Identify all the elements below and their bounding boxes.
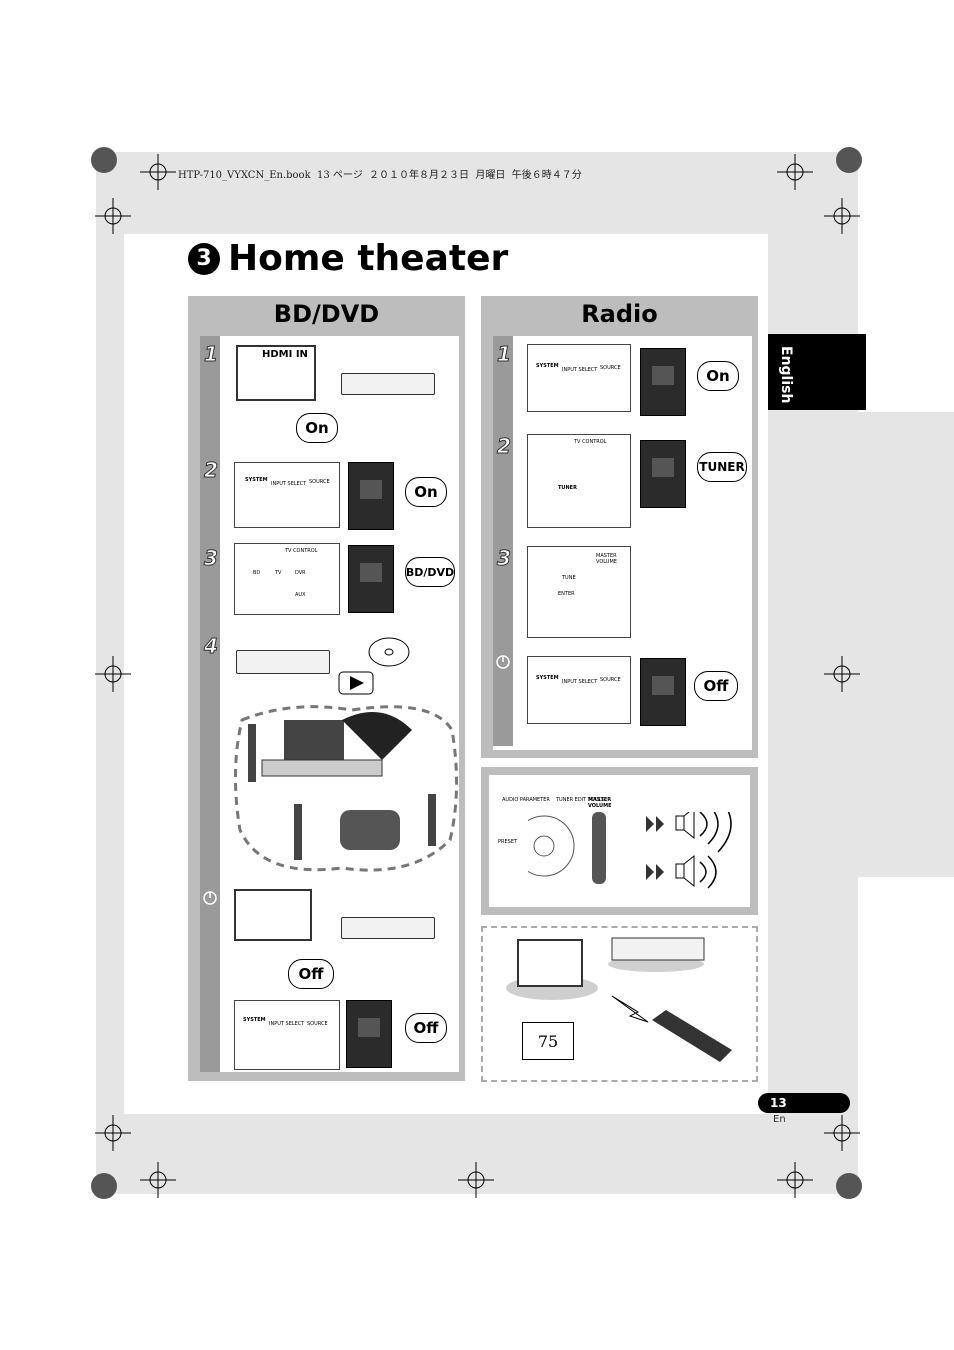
bd-dvd-title: BD/DVD	[273, 300, 380, 328]
page-title: 3 Home theater	[188, 238, 508, 279]
enter-label: ENTER	[558, 591, 575, 597]
subwoofer-illustration	[348, 462, 394, 530]
home-theater-scene	[233, 705, 458, 872]
preset-label: PRESET	[498, 839, 518, 845]
input-select-label-2: INPUT SELECT	[269, 1021, 305, 1027]
tv-control-label-2: TV CONTROL	[574, 439, 607, 445]
section-number: 3	[188, 242, 220, 275]
radio-step-2: 2	[497, 434, 512, 459]
bd-button-label: BD	[253, 570, 261, 576]
audio-parameter-label: AUDIO PARAMETER	[502, 797, 550, 803]
bd-step-3: 3	[204, 546, 219, 571]
subwoofer-off	[346, 1000, 392, 1068]
on-bubble-1: On	[296, 413, 338, 443]
input-select-label-4: INPUT SELECT	[562, 679, 598, 685]
language-tab-label: English	[778, 346, 794, 404]
master-volume-label-2: MASTER VOLUME	[588, 797, 612, 809]
tune-label: TUNE	[562, 575, 576, 581]
hdmi-in-label: HDMI IN	[262, 349, 308, 360]
input-select-label-3: INPUT SELECT	[562, 367, 598, 373]
off-bubble-1: Off	[288, 959, 334, 989]
radio-subwoofer-off	[640, 658, 686, 726]
bd-player-off	[341, 917, 435, 939]
language-tab: English	[768, 334, 866, 410]
remote-input-buttons: TV CONTROL BD TV DVR AUX	[234, 543, 340, 615]
dvr-button-label: DVR	[295, 570, 306, 576]
system-label: SYSTEM	[245, 477, 268, 483]
print-header: HTP-710_VYXCN_En.book 13 ページ ２０１０年８月２３日 …	[178, 170, 582, 181]
radio-remote-tune-pad: TUNE ENTER MASTER VOLUME	[527, 546, 631, 638]
bd-step-2: 2	[204, 458, 219, 483]
power-icon	[203, 891, 217, 905]
remote-reference-illustration	[611, 995, 732, 1062]
tv-illustration: HDMI IN	[236, 345, 316, 401]
off-bubble-2: Off	[405, 1013, 447, 1043]
radio-remote-tuner: TV CONTROL TUNER	[527, 434, 631, 528]
radio-on-bubble: On	[697, 361, 739, 391]
master-volume-label: MASTER VOLUME	[596, 553, 617, 565]
page-language: En	[773, 1114, 786, 1125]
volume-illustration	[528, 812, 732, 889]
subwoofer-illustration-2	[348, 545, 394, 613]
input-select-label: INPUT SELECT	[271, 481, 307, 487]
tuner-bubble: TUNER	[697, 452, 747, 482]
system-label-4: SYSTEM	[536, 675, 559, 681]
disc-icon	[368, 637, 410, 667]
system-label-3: SYSTEM	[536, 363, 559, 369]
bd-step-4: 4	[204, 634, 219, 659]
play-icon	[338, 671, 374, 695]
remote-system-off: SYSTEM INPUT SELECT SOURCE	[234, 1000, 340, 1070]
side-band	[858, 412, 954, 877]
bd-player-illustration	[341, 373, 435, 395]
bd-dvd-step-bar	[200, 336, 220, 1072]
page-number-badge: 13	[758, 1093, 850, 1113]
tv-button-label: TV	[275, 570, 282, 576]
reference-page-number: 75	[537, 1031, 559, 1051]
radio-step-3: 3	[497, 546, 512, 571]
bd-player-open	[236, 650, 330, 674]
player-reference-illustration	[608, 937, 705, 972]
aux-button-label: AUX	[295, 592, 306, 598]
radio-off-bubble: Off	[694, 671, 738, 701]
on-bubble-2: On	[405, 477, 447, 507]
radio-subwoofer-1	[640, 348, 686, 416]
source-label-4: SOURCE	[600, 677, 621, 683]
tuner-button-label: TUNER	[558, 485, 577, 491]
radio-subwoofer-2	[640, 440, 686, 508]
source-label: SOURCE	[309, 479, 330, 485]
tv-control-label: TV CONTROL	[285, 548, 318, 554]
radio-title: Radio	[581, 300, 658, 328]
source-label-2: SOURCE	[307, 1021, 328, 1027]
radio-remote-system: SYSTEM INPUT SELECT SOURCE	[527, 344, 631, 412]
title-text: Home theater	[228, 238, 509, 279]
bd-dvd-steps-area	[200, 336, 459, 1072]
radio-step-1: 1	[497, 342, 512, 367]
system-label-2: SYSTEM	[243, 1017, 266, 1023]
tv-off-illustration	[234, 889, 312, 941]
radio-step-bar	[493, 336, 513, 746]
tv-reference-illustration	[506, 939, 598, 1000]
tuner-edit-label: TUNER EDIT TOOLS	[556, 797, 605, 803]
remote-system-panel: SYSTEM INPUT SELECT SOURCE	[234, 462, 340, 528]
source-label-3: SOURCE	[600, 365, 621, 371]
book-icon: 75	[522, 1022, 574, 1060]
page-number: 13	[770, 1096, 787, 1110]
radio-remote-off: SYSTEM INPUT SELECT SOURCE	[527, 656, 631, 724]
power-icon	[496, 655, 510, 669]
bd-step-1: 1	[204, 342, 219, 367]
bd-dvd-bubble: BD/DVD	[405, 557, 455, 587]
